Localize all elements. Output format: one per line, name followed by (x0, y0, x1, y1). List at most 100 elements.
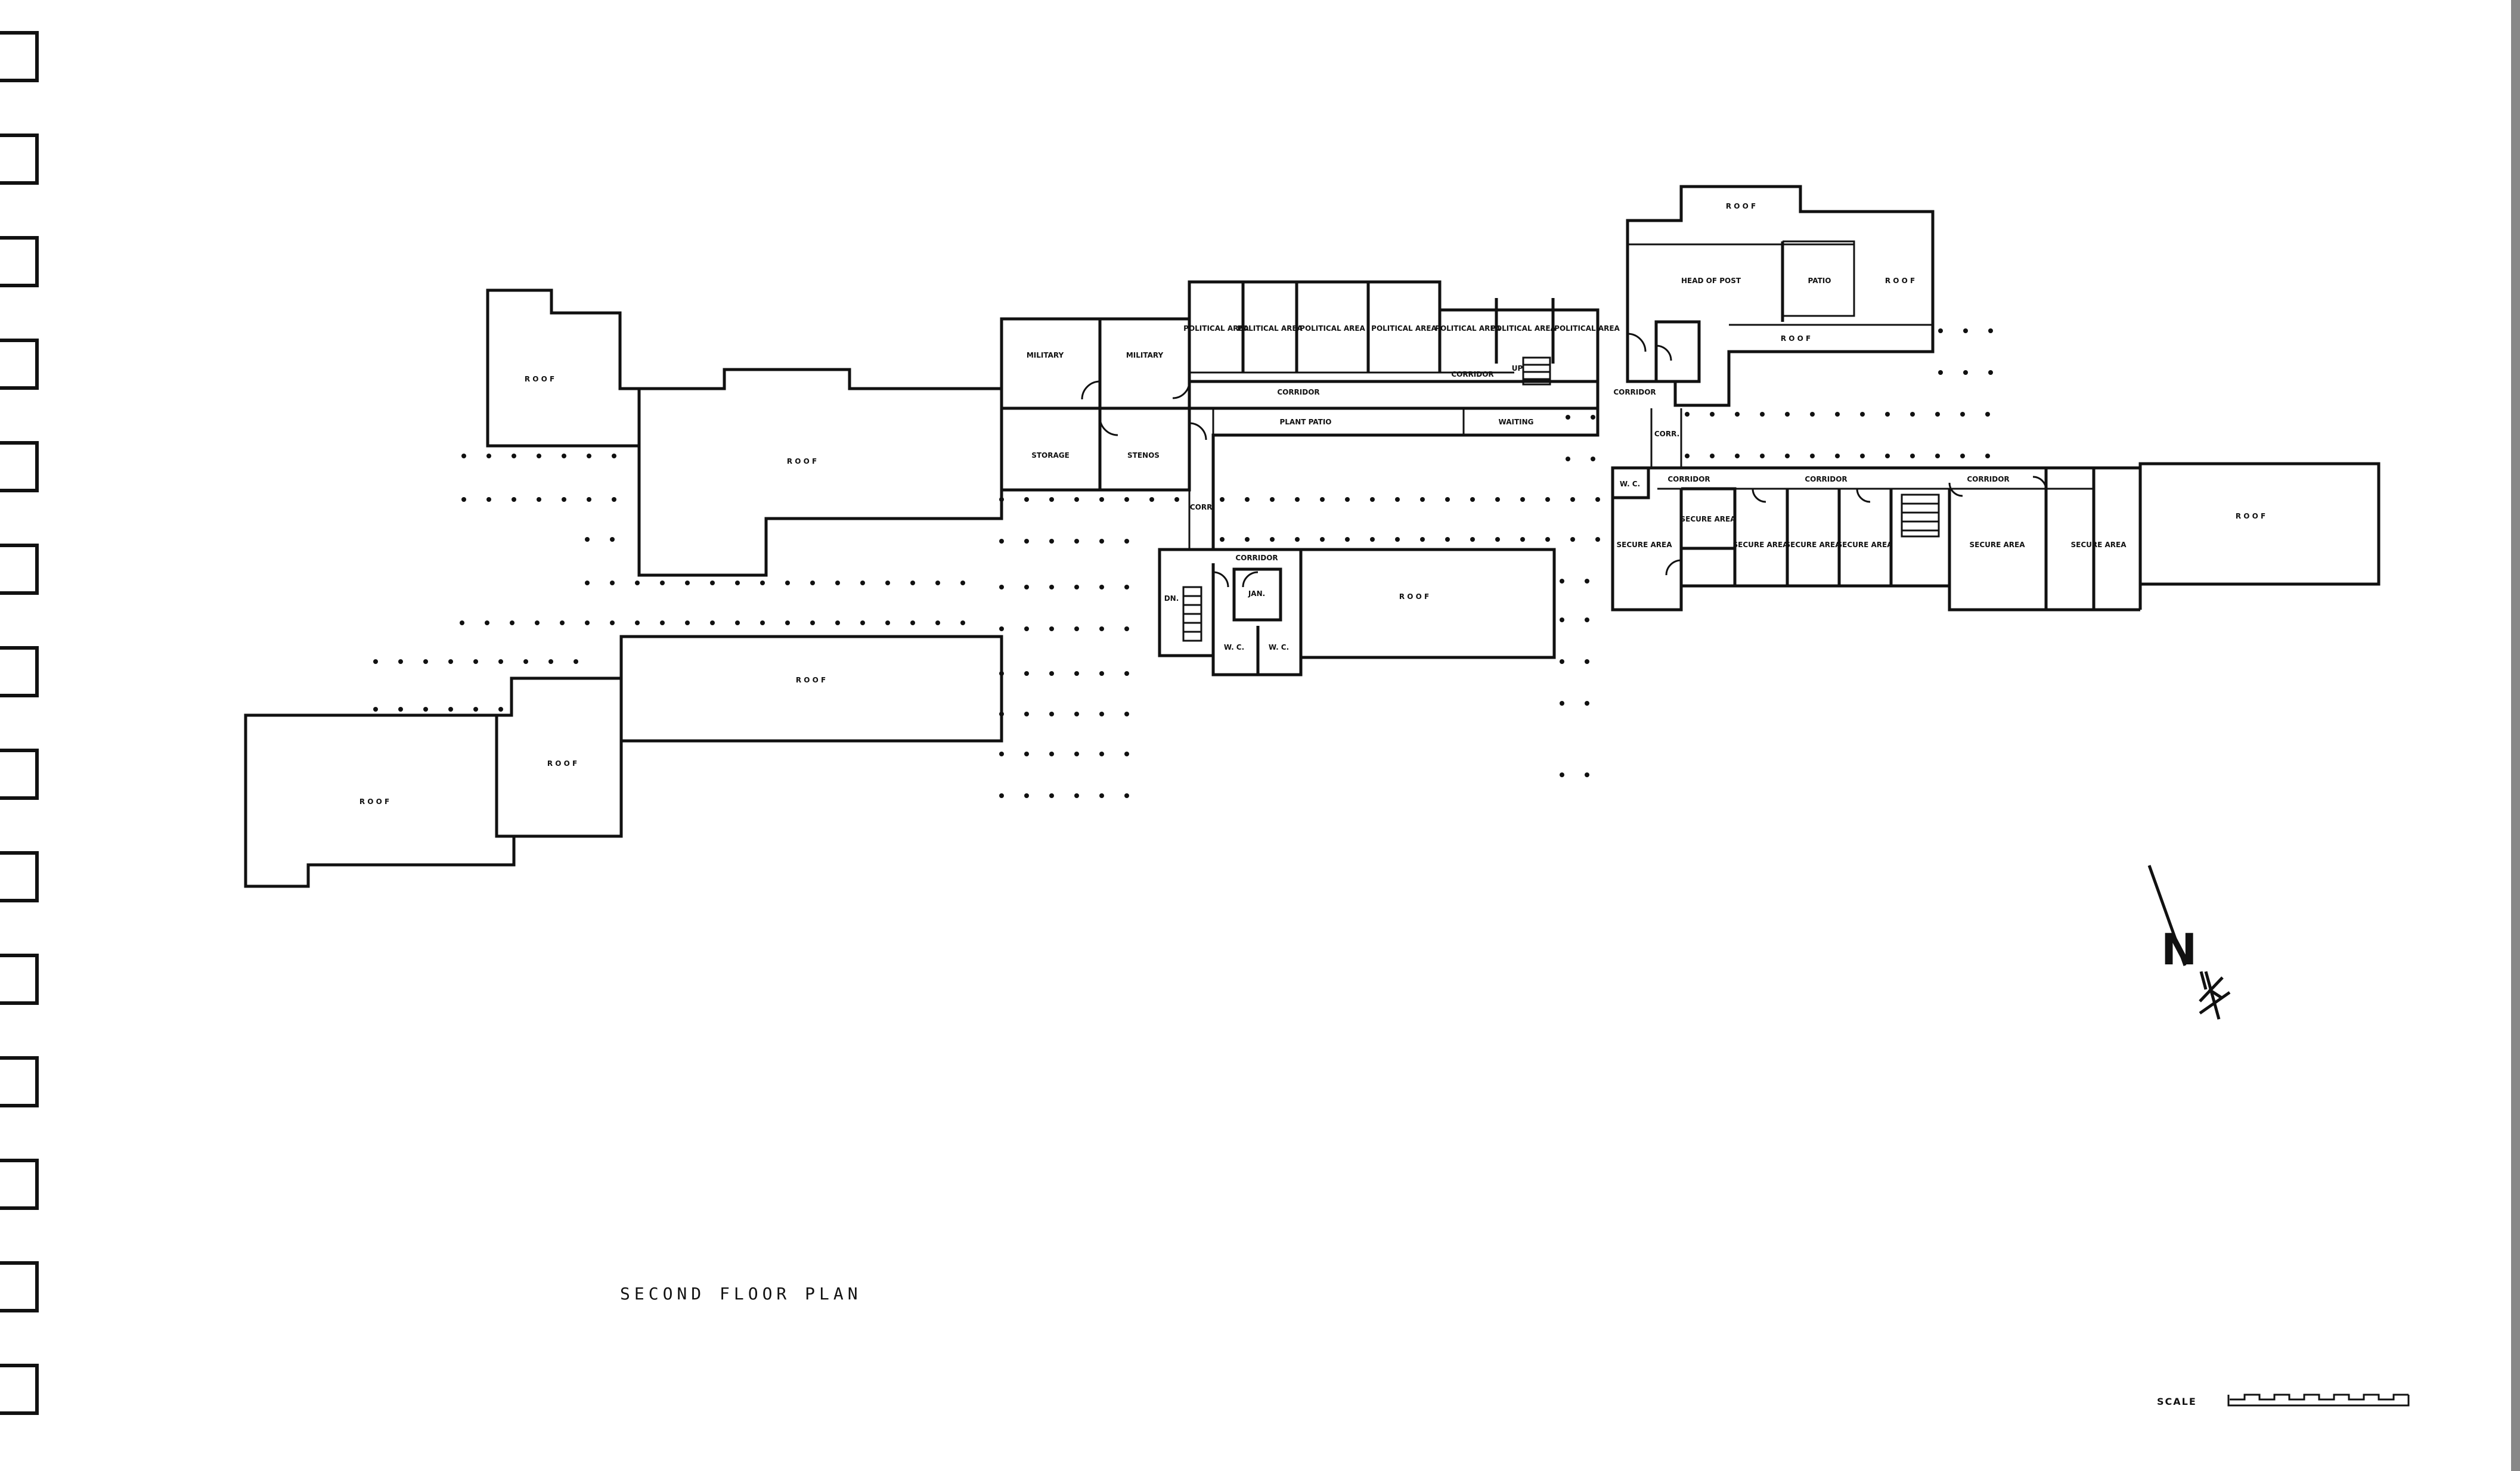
grid-dot (1024, 671, 1029, 676)
grid-dot (1099, 497, 1104, 502)
grid-dot (1470, 497, 1475, 502)
grid-dot (461, 497, 466, 502)
grid-dot (1124, 793, 1129, 798)
room-label-wc: W. C. (1224, 643, 1244, 651)
grid-dot (1985, 412, 1990, 417)
stair: DN. (1164, 586, 1202, 642)
grid-dot (1074, 671, 1079, 676)
grid-dot (1124, 497, 1129, 502)
grid-dot (1024, 585, 1029, 589)
binder-ring (0, 441, 39, 492)
grid-dot (1710, 454, 1715, 458)
grid-dot (1935, 454, 1940, 458)
room-label-secure-area: SECURE AREA (1616, 541, 1672, 549)
grid-dot (1074, 752, 1079, 756)
grid-dot (1099, 752, 1104, 756)
grid-dot (810, 581, 815, 585)
room-label-secure-area: SECURE AREA (1785, 541, 1841, 549)
roof-block-nw (486, 288, 641, 448)
grid-dot (1885, 412, 1890, 417)
grid-dot (1049, 671, 1054, 676)
grid-dot (423, 659, 428, 664)
grid-dot (1245, 497, 1250, 502)
scale-bar: SCALE (2157, 1394, 2410, 1407)
grid-dot (587, 454, 591, 458)
grid-dot (612, 454, 616, 458)
military-wing-outline (1000, 317, 1191, 492)
grid-dot (1495, 497, 1500, 502)
grid-dot (1074, 497, 1079, 502)
binder-rings (0, 31, 39, 1415)
grid-dot (1560, 701, 1564, 706)
grid-dot (1935, 412, 1940, 417)
grid-dot (1785, 454, 1790, 458)
grid-dot (486, 454, 491, 458)
grid-dot (1024, 793, 1029, 798)
grid-dot (585, 537, 590, 542)
grid-dot (1985, 454, 1990, 458)
grid-dot (1445, 537, 1450, 542)
grid-dot (523, 659, 528, 664)
grid-dot (860, 620, 865, 625)
corr-label: CORR. (1190, 503, 1215, 511)
grid-dot (1220, 537, 1225, 542)
door-swing (1081, 380, 1101, 400)
jan-room (1232, 567, 1282, 622)
binder-ring (0, 1364, 39, 1415)
roof-block-east (2138, 462, 2380, 586)
room-label-jan: JAN. (1248, 589, 1265, 598)
grid-dot (1591, 415, 1595, 420)
door-swing (1627, 333, 1647, 352)
grid-dot (1370, 497, 1375, 502)
binder-ring (0, 134, 39, 185)
grid-dot (735, 620, 740, 625)
grid-dot (1099, 585, 1104, 589)
grid-dot (1938, 328, 1943, 333)
patio-outline (1783, 240, 1855, 317)
plant-patio-outline (1189, 406, 1600, 548)
grid-dot (835, 620, 840, 625)
grid-dot (1445, 497, 1450, 502)
grid-dot (423, 707, 428, 712)
grid-dot (1560, 659, 1564, 664)
grid-dot (610, 581, 615, 585)
door-swing (1665, 559, 1682, 576)
stair-label-up: UP (1512, 364, 1523, 373)
grid-dot (1099, 793, 1104, 798)
stair (1901, 494, 1940, 538)
grid-dot (1124, 712, 1129, 716)
grid-dot (473, 659, 478, 664)
grid-dot (860, 581, 865, 585)
grid-dot (498, 659, 503, 664)
grid-dot (1860, 412, 1865, 417)
grid-dot (1545, 537, 1550, 542)
grid-dot (1570, 537, 1575, 542)
door-swing (2032, 476, 2047, 491)
room-label-secure-area: SECURE AREA (1969, 541, 2025, 549)
room-label-roof: R O O F (1885, 277, 1915, 285)
corridor-label: CORRIDOR (1613, 388, 1656, 396)
head-of-post-block: R O O F R O O F R O O F HEAD OF POST PAT… (1613, 185, 1935, 407)
door-swing (1172, 381, 1191, 399)
grid-dot (1345, 497, 1350, 502)
binder-ring (0, 236, 39, 287)
grid-dot (1320, 537, 1325, 542)
room-label-waiting: WAITING (1499, 418, 1534, 426)
grid-dot (1124, 539, 1129, 544)
room-label-military: MILITARY (1126, 351, 1164, 359)
grid-dot (760, 620, 765, 625)
grid-dot (1988, 370, 1993, 375)
grid-dot (1220, 497, 1225, 502)
room-label-military: MILITARY (1027, 351, 1064, 359)
corridor-label: CORRIDOR (1667, 475, 1710, 483)
grid-dot (1395, 537, 1400, 542)
room-label-political-area: POLITICAL AREA (1435, 324, 1501, 333)
grid-dot (1074, 793, 1079, 798)
grid-dot (1960, 454, 1965, 458)
binder-ring (0, 339, 39, 390)
secure-wing: W. C. CORRIDOR CORRIDOR CORRIDOR SECURE … (1611, 462, 2380, 612)
room-label-roof: R O O F (2236, 512, 2265, 520)
stair-core (1654, 320, 1701, 383)
grid-dot (1049, 793, 1054, 798)
